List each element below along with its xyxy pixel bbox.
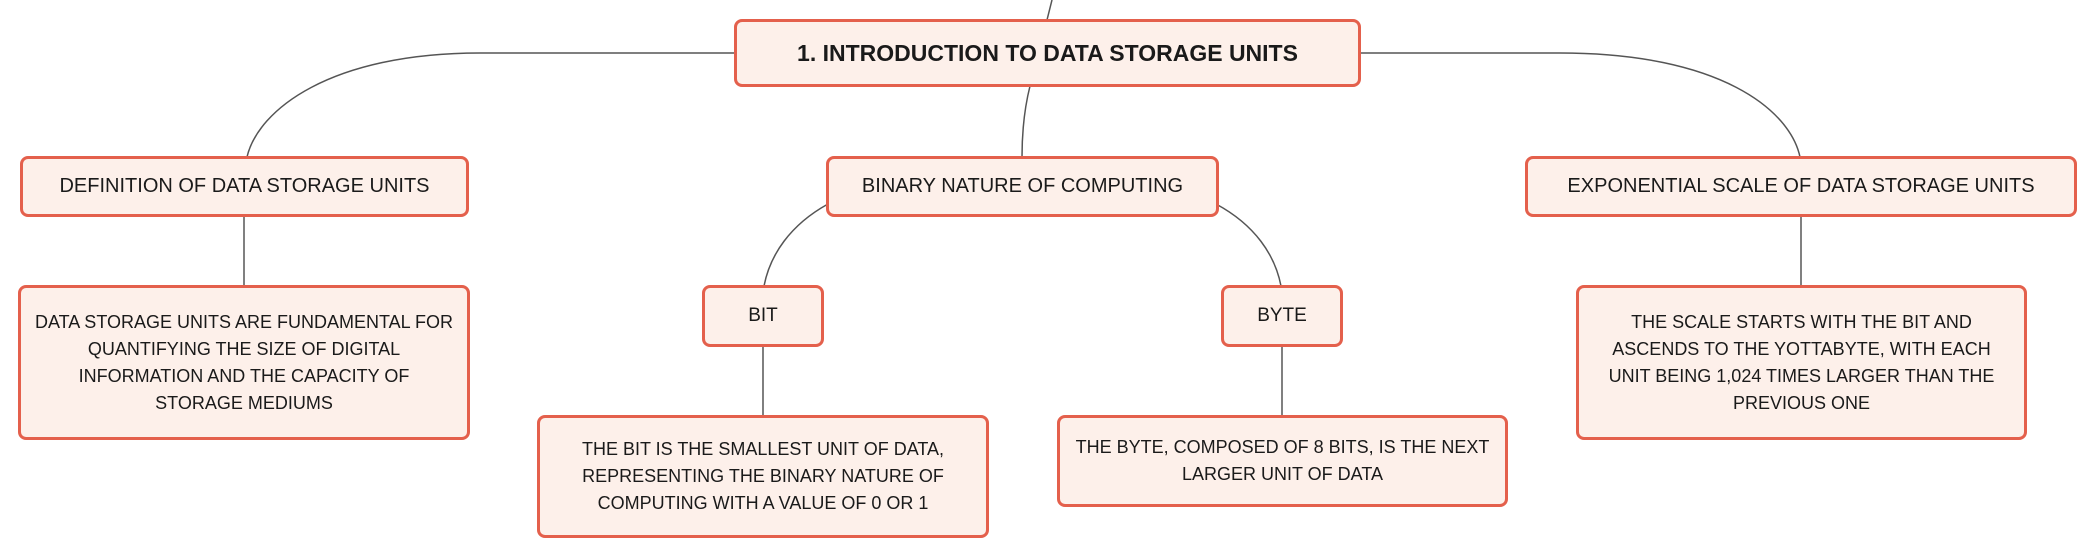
detail-byte[interactable]: THE BYTE, COMPOSED OF 8 BITS, IS THE NEX… (1057, 415, 1508, 507)
connector-binary-bit (763, 203, 829, 287)
root-topic[interactable]: 1. INTRODUCTION TO DATA STORAGE UNITS (734, 19, 1361, 87)
detail-exponential-text: THE SCALE STARTS WITH THE BIT AND ASCEND… (1608, 311, 1995, 413)
topic-binary-nature[interactable]: BINARY NATURE OF COMPUTING (826, 156, 1219, 217)
root-topic-label: 1. INTRODUCTION TO DATA STORAGE UNITS (797, 39, 1298, 66)
subtopic-byte[interactable]: BYTE (1221, 285, 1343, 347)
connector-root-definition (246, 52, 734, 158)
detail-bit[interactable]: THE BIT IS THE SMALLEST UNIT OF DATA, RE… (537, 415, 989, 538)
topic-exponential-scale[interactable]: EXPONENTIAL SCALE OF DATA STORAGE UNITS (1525, 156, 2077, 217)
connector-root-binary (1021, 85, 1031, 158)
detail-byte-text: THE BYTE, COMPOSED OF 8 BITS, IS THE NEX… (1075, 437, 1490, 484)
topic-binary-nature-label: BINARY NATURE OF COMPUTING (861, 175, 1184, 197)
connector-root-exponential (1361, 52, 1801, 158)
topic-definition-label: DEFINITION OF DATA STORAGE UNITS (59, 175, 430, 197)
subtopic-bit[interactable]: BIT (702, 285, 824, 347)
connector-parent-root (1046, 0, 1053, 21)
topic-definition[interactable]: DEFINITION OF DATA STORAGE UNITS (20, 156, 469, 217)
topic-exponential-scale-label: EXPONENTIAL SCALE OF DATA STORAGE UNITS (1567, 175, 2035, 197)
detail-definition[interactable]: DATA STORAGE UNITS ARE FUNDAMENTAL FOR Q… (18, 285, 470, 440)
detail-bit-text: THE BIT IS THE SMALLEST UNIT OF DATA, RE… (581, 439, 945, 513)
detail-definition-text: DATA STORAGE UNITS ARE FUNDAMENTAL FOR Q… (34, 311, 454, 413)
subtopic-byte-label: BYTE (1257, 305, 1307, 326)
subtopic-bit-label: BIT (748, 305, 778, 326)
detail-exponential[interactable]: THE SCALE STARTS WITH THE BIT AND ASCEND… (1576, 285, 2027, 440)
connector-binary-byte (1215, 203, 1282, 287)
